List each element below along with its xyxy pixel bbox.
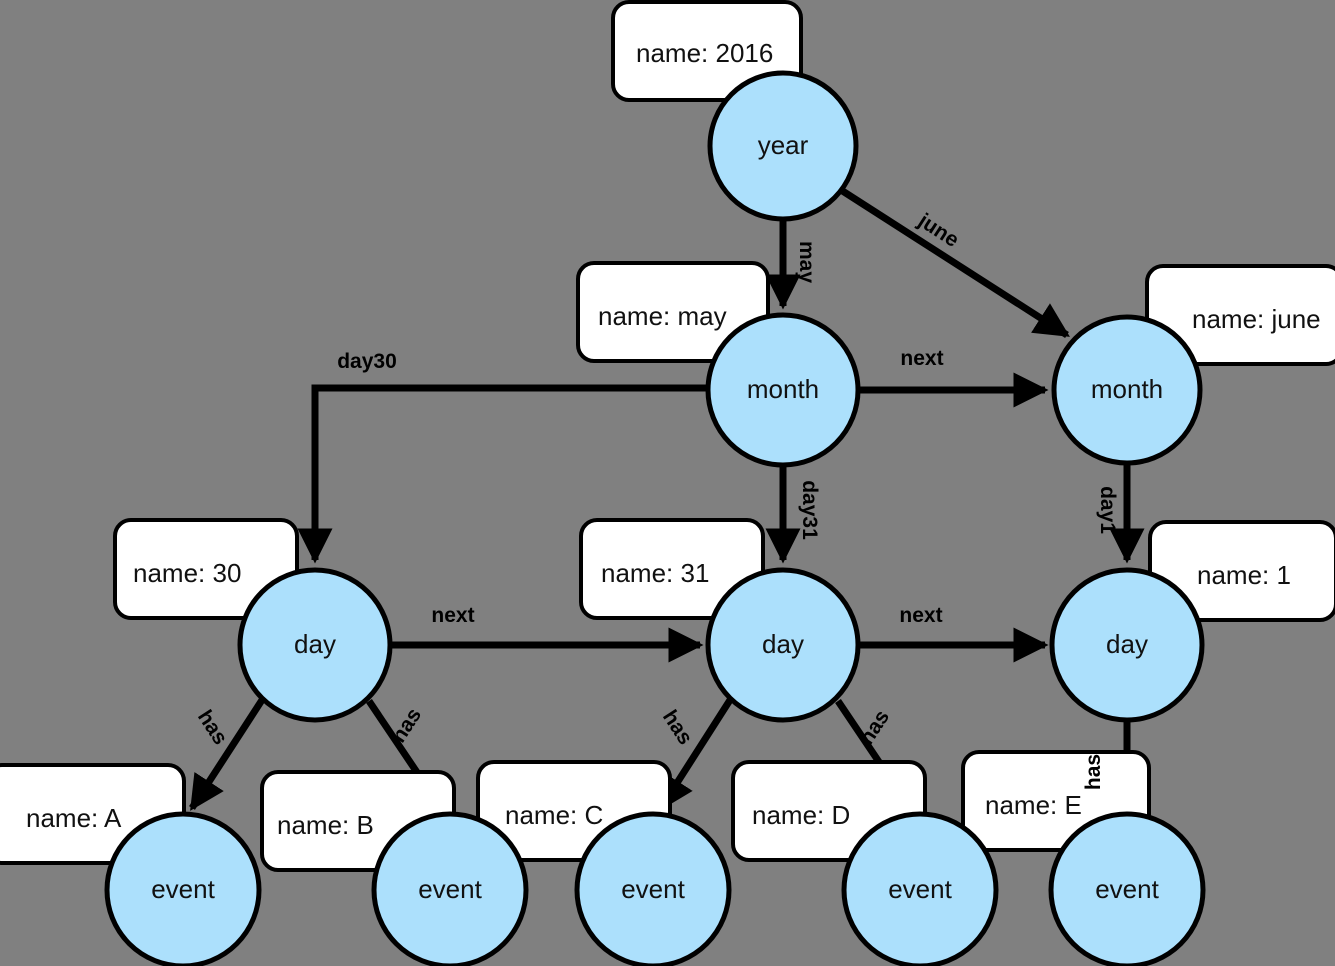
property-box-monthMay: name: may (576, 261, 770, 363)
property-box-eventC-text: name: C (505, 800, 603, 830)
node-event-d[interactable]: event (841, 811, 999, 966)
node-event-b[interactable]: event (371, 811, 529, 966)
property-box-monthJune: name: june (1145, 264, 1335, 366)
edge-labels-layer: may june next day30 day31 day1 next next… (193, 209, 1119, 790)
node-year-2016[interactable]: year (707, 70, 859, 222)
property-box-eventD-text: name: D (752, 800, 850, 830)
property-box-year2016-text: name: 2016 (636, 38, 773, 68)
property-box-day1-text: name: 1 (1197, 560, 1291, 590)
edge-label-next-day31-day1: next (899, 604, 942, 627)
edge-label-has-d: has (855, 706, 894, 749)
node-month-june-label: month (1091, 374, 1163, 404)
node-event-e[interactable]: event (1048, 811, 1206, 966)
edge-label-day31: day31 (798, 480, 821, 540)
node-month-may-label: month (747, 374, 819, 404)
property-box-year2016: name: 2016 (611, 0, 803, 102)
property-box-eventA-text: name: A (26, 803, 122, 833)
edge-hasC-line (658, 698, 733, 811)
property-box-eventE-text: name: E (985, 790, 1082, 820)
node-event-b-label: event (418, 874, 482, 904)
property-boxes-layer: name: 2016 name: may name: june name: 30… (0, 0, 1335, 872)
property-box-eventB-text: name: B (277, 810, 374, 840)
node-day-1[interactable]: day (1049, 567, 1205, 723)
node-event-a-label: event (151, 874, 215, 904)
node-event-d-label: event (888, 874, 952, 904)
edge-label-has-e: has (1082, 754, 1105, 790)
edge-label-may: may (795, 241, 818, 283)
edge-label-next-months: next (900, 347, 943, 370)
edge-day30-line (297, 384, 708, 564)
node-day-30[interactable]: day (237, 567, 393, 723)
edge-label-has-c: has (658, 706, 697, 749)
node-event-e-label: event (1095, 874, 1159, 904)
node-day-30-label: day (294, 629, 336, 659)
node-month-june[interactable]: month (1051, 314, 1203, 466)
edge-label-has-a: has (193, 706, 232, 749)
node-day-31[interactable]: day (705, 567, 861, 723)
property-box-monthMay-text: name: may (598, 301, 727, 331)
node-month-may[interactable]: month (705, 312, 861, 468)
edge-june-line (839, 187, 1070, 338)
property-box-monthJune-text: name: june (1192, 304, 1321, 334)
edge-hasA-line (189, 698, 265, 811)
node-day-1-label: day (1106, 629, 1148, 659)
property-box-day31: name: 31 (579, 518, 765, 620)
edge-label-day30: day30 (337, 350, 397, 373)
node-event-c-label: event (621, 874, 685, 904)
edge-label-next-day30-day31: next (431, 604, 474, 627)
node-event-c[interactable]: event (574, 811, 732, 966)
property-box-day30: name: 30 (113, 518, 299, 620)
edge-label-june: june (913, 209, 963, 252)
property-box-day1: name: 1 (1148, 520, 1335, 622)
nodes-layer: year month month day day day (104, 70, 1206, 966)
node-year-2016-label: year (758, 130, 809, 160)
edge-label-day1: day1 (1096, 486, 1119, 534)
property-box-day30-text: name: 30 (133, 558, 241, 588)
property-box-day31-text: name: 31 (601, 558, 709, 588)
node-event-a[interactable]: event (104, 811, 262, 966)
node-day-31-label: day (762, 629, 804, 659)
